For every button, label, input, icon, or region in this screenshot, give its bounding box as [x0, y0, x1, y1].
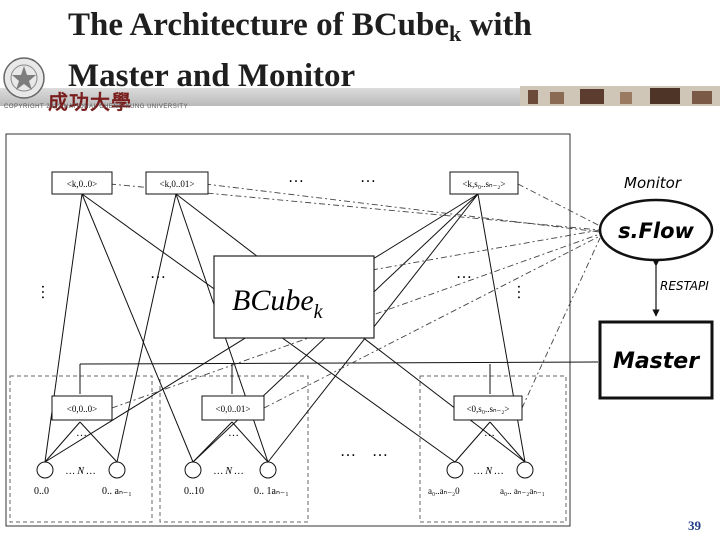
host-group-3: [419, 375, 567, 523]
title-line1: The Architecture of BCube: [68, 7, 449, 43]
title-line2: Master and Monitor: [68, 58, 356, 94]
n-label-2: … N …: [214, 466, 244, 477]
master-node: [598, 320, 714, 400]
university-seal-icon: [3, 57, 45, 99]
host-6-label: a₀.. aₙ₋₂aₙ₋₁: [500, 486, 545, 496]
top-switch-3: [449, 171, 519, 195]
host-5-label: a₀..aₙ₋₂0: [428, 486, 460, 496]
mid-ellipsis-1: …: [150, 265, 166, 282]
master-label: Master: [613, 349, 700, 374]
slide-title: The Architecture of BCubek with Master a…: [68, 4, 708, 97]
bottom-switch-1-label: <0,0..0>: [67, 404, 97, 414]
switch-ellipsis-1: …: [76, 427, 87, 439]
n-label-1: … N …: [66, 466, 96, 477]
switch-ellipsis-3: …: [484, 427, 495, 439]
restapi-label: RESTAPI: [660, 279, 709, 293]
university-name: 成功大學: [48, 92, 132, 114]
bcube-box: [213, 255, 375, 339]
copyright-text: COPYRIGHT 2012 NATIONAL CHENG KUNG UNIVE…: [4, 104, 189, 110]
top-ellipsis-1: …: [288, 169, 304, 186]
host-2: [108, 461, 126, 479]
top-switch-3-label: <k,s₀..sₙ₋₂>: [462, 179, 505, 189]
title-line1-tail: with: [461, 7, 532, 43]
host-4-label: 0.. 1aₙ₋₁: [254, 486, 289, 497]
top-switch-1-label: <k,0..0>: [67, 179, 97, 189]
bottom-switch-3: [453, 395, 523, 421]
host-3-label: 0..10: [184, 486, 204, 497]
host-nodes: [36, 461, 534, 479]
host-group-2: [159, 375, 309, 523]
bcube-architecture-diagram: <k,0..0> <k,0..01> <k,s₀..sₙ₋₂> … … … … …: [5, 133, 714, 527]
title-subscript: k: [449, 21, 462, 46]
bottom-switch-3-label: <0,s₀..sₙ₋₂>: [466, 404, 509, 414]
bcube-label: BCubek: [232, 284, 324, 323]
host-1-label: 0..0: [34, 486, 49, 497]
host-3: [184, 461, 202, 479]
bottom-ellipsis-2: …: [372, 443, 388, 460]
n-label-3: … N …: [474, 466, 504, 477]
host-5: [446, 461, 464, 479]
monitor-links: [109, 183, 601, 409]
top-switch-2: [145, 171, 209, 195]
host-1: [36, 461, 54, 479]
campus-photo-strip: [520, 86, 720, 106]
host-6: [516, 461, 534, 479]
side-ellipsis-1: …: [38, 284, 55, 300]
bottom-switch-1: [51, 395, 113, 421]
top-ellipsis-2: …: [360, 169, 376, 186]
bottom-switch-2: [201, 395, 265, 421]
bottom-ellipsis-1: …: [340, 443, 356, 460]
side-ellipsis-2: …: [514, 284, 531, 300]
host-group-1: [9, 375, 153, 523]
top-switch-1: [51, 171, 113, 195]
diagram-frame: [5, 133, 571, 527]
mid-ellipsis-2: …: [456, 265, 472, 282]
page-number: 39: [688, 518, 701, 533]
bottom-switch-2-label: <0,0..01>: [216, 404, 251, 414]
host-2-label: 0.. aₙ₋₁: [102, 486, 132, 497]
monitor-label: Monitor: [624, 174, 682, 192]
switch-ellipsis-2: …: [228, 427, 239, 439]
sflow-label: s.Flow: [618, 219, 694, 243]
top-switch-2-label: <k,0..01>: [160, 179, 195, 189]
host-4: [259, 461, 277, 479]
